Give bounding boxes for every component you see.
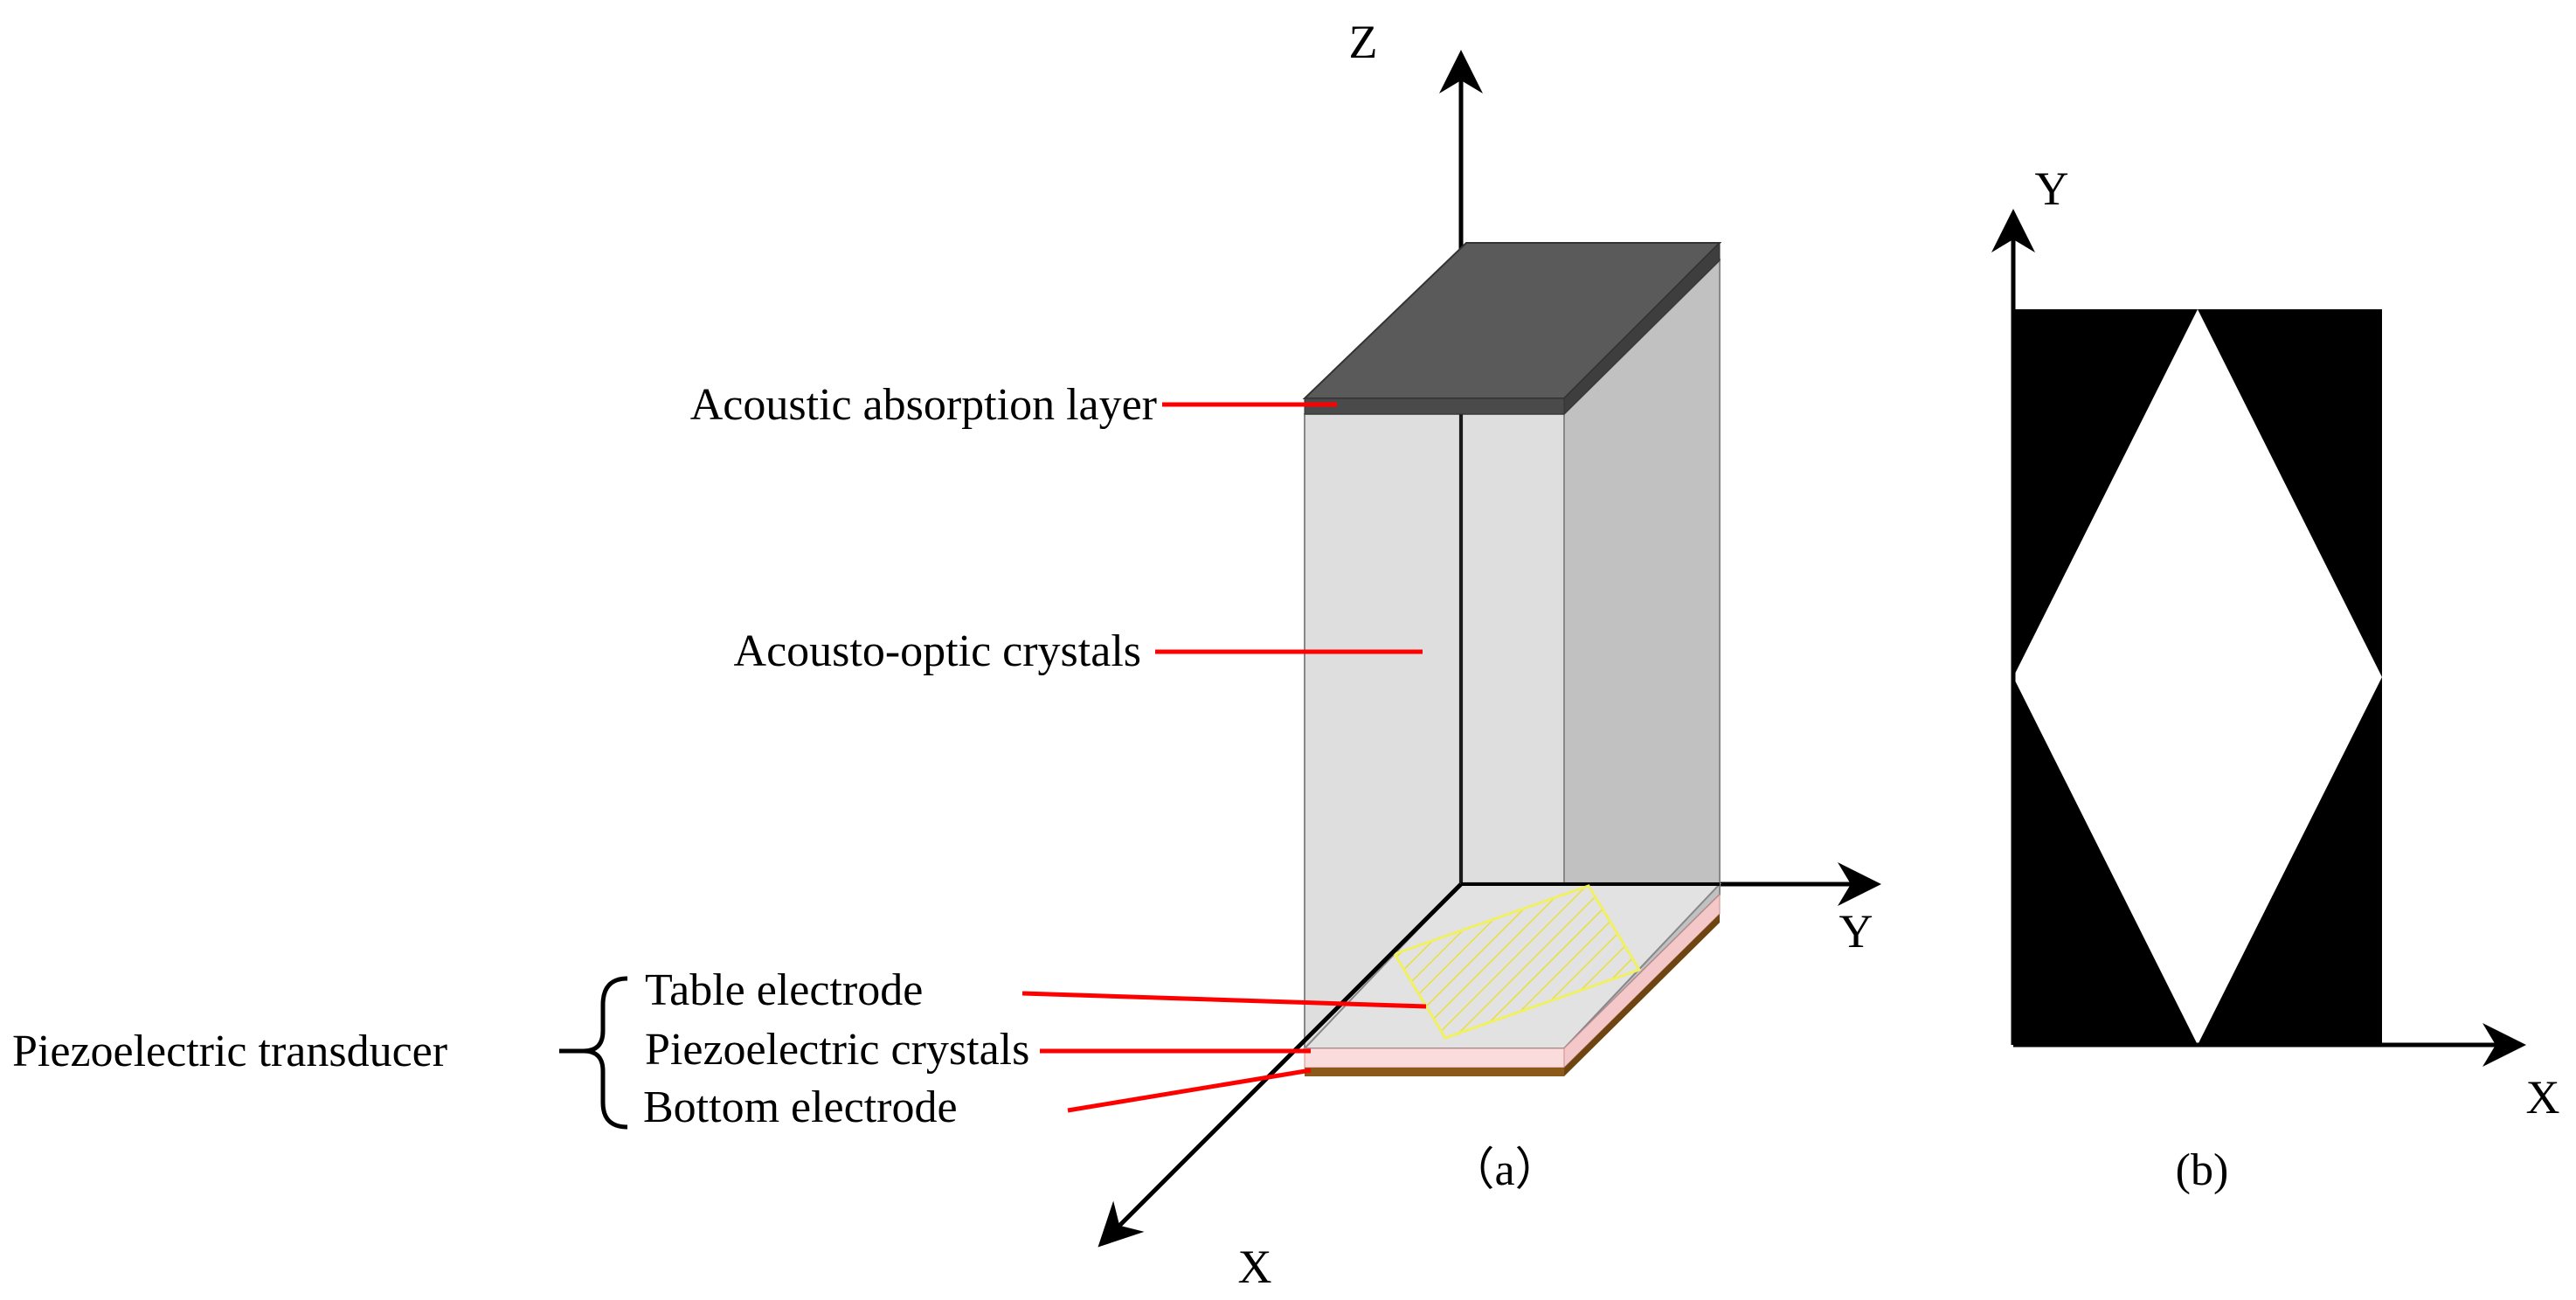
bottom-electrode [1564, 914, 1720, 1076]
transducer-bracket [583, 976, 628, 1130]
caption-a: （a） [1449, 1145, 1560, 1195]
table-electrode [1392, 884, 1642, 1040]
x-axis-label-a: X [1238, 1241, 1272, 1293]
x-axis-line-a [1098, 882, 1463, 1248]
z-axis-label: Z [1349, 16, 1378, 68]
leader-lines [1021, 402, 1427, 1113]
x-axis-label-b: X [2526, 1071, 2560, 1124]
table-electrode-label: Table electrode [645, 965, 923, 1015]
y-axis-label-a: Y [1839, 905, 1873, 958]
crystals-label: Acousto-optic crystals [734, 626, 1141, 676]
absorption-layer-label: Acoustic absorption layer [690, 380, 1157, 430]
piezo-crystals-label: Piezoelectric crystals [645, 1025, 1029, 1075]
y-axis-label-b: Y [2035, 162, 2069, 215]
panel-a: Z Y X Acoustic absorption layer Acousto-… [12, 16, 1881, 1293]
bottom-electrode-label: Bottom electrode [643, 1082, 958, 1132]
transducer-label: Piezoelectric transducer [12, 1027, 447, 1076]
absorption-layer-front [1304, 398, 1565, 415]
caption-b: (b) [2176, 1145, 2229, 1195]
electrode-pattern-diamond [2013, 309, 2382, 1045]
panel-b: Y X (b) [1991, 162, 2560, 1195]
